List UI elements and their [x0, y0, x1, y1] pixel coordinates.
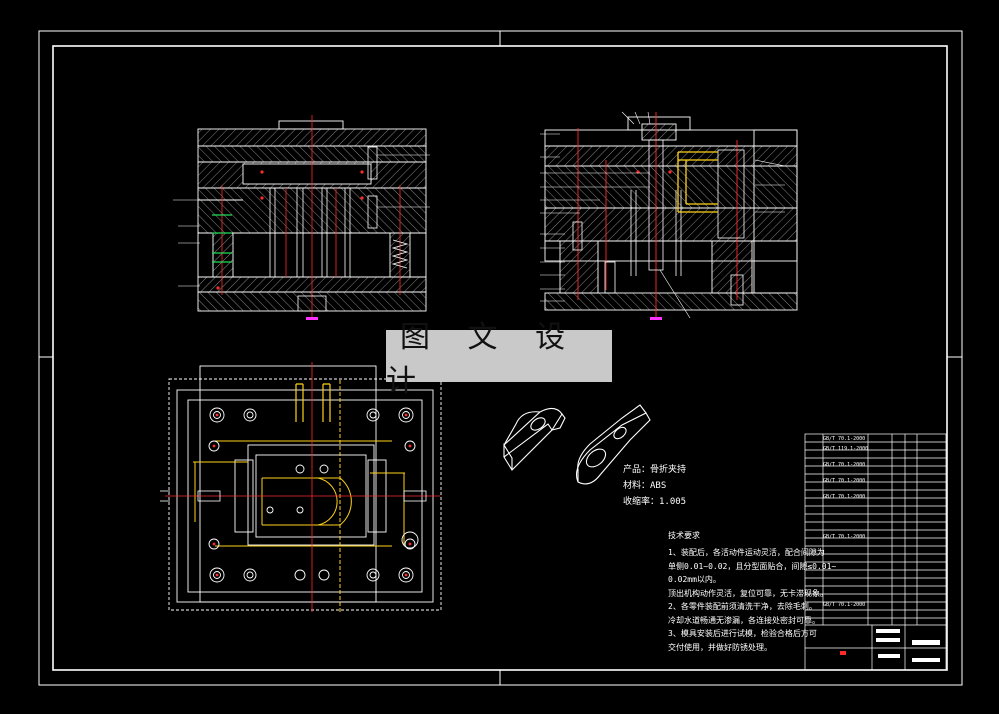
bom-standard: GB/T 70.1-2000 — [823, 494, 866, 500]
plan-view — [160, 362, 442, 612]
note-line: 3、模具安装后进行试模，检验合格后方可 — [668, 629, 817, 638]
note-line: 单侧0.01~0.02，且分型面贴合，间隙≤0.01~ — [668, 561, 837, 571]
product-shrinkage: 收缩率：1.005 — [623, 497, 687, 507]
note-line: 1、装配后，各活动件运动灵活，配合间隙为 — [668, 548, 825, 557]
note-line: 冷却水道畅通无渗漏，各连接处密封可靠。 — [668, 615, 820, 625]
product-name: 产品：骨折夹持 — [623, 465, 687, 475]
bom-standard: GB/T 70.1-2000 — [823, 602, 866, 608]
bom-standard: GB/T 119.1-2000 — [823, 446, 869, 452]
bom-standard: GB/T 70.1-2000 — [823, 478, 866, 484]
part-3d-view-right — [575, 404, 651, 485]
note-line: 顶出机构动作灵活，复位可靠，无卡滞现象。 — [668, 588, 828, 598]
technical-requirements: 1、装配后，各活动件运动灵活，配合间隙为 单侧0.01~0.02，且分型面贴合，… — [668, 546, 837, 654]
part-3d-view-left — [503, 407, 566, 471]
product-material: 材料：ABS — [623, 481, 667, 491]
note-line: 0.02mm以内。 — [668, 575, 721, 584]
bom-standard: GB/T 70.1-2000 — [823, 436, 866, 442]
title-block — [804, 433, 947, 671]
left-section-view — [173, 115, 430, 320]
right-section-view — [540, 111, 798, 320]
bom-standard: GB/T 70.1-2000 — [823, 534, 866, 540]
technical-requirements-title: 技术要求 — [668, 531, 700, 540]
watermark-label: 图 文 设 计 — [386, 320, 612, 399]
drawing-frame — [38, 30, 963, 686]
bom-standard: GB/T 70.1-2000 — [823, 462, 866, 468]
note-line: 2、各零件装配前须清洗干净，去除毛刺。 — [668, 602, 817, 611]
note-line: 交付使用，并做好防锈处理。 — [668, 642, 772, 652]
bom-table: GB/T 70.1-2000 GB/T 119.1-2000 GB/T 70.1… — [805, 434, 946, 625]
